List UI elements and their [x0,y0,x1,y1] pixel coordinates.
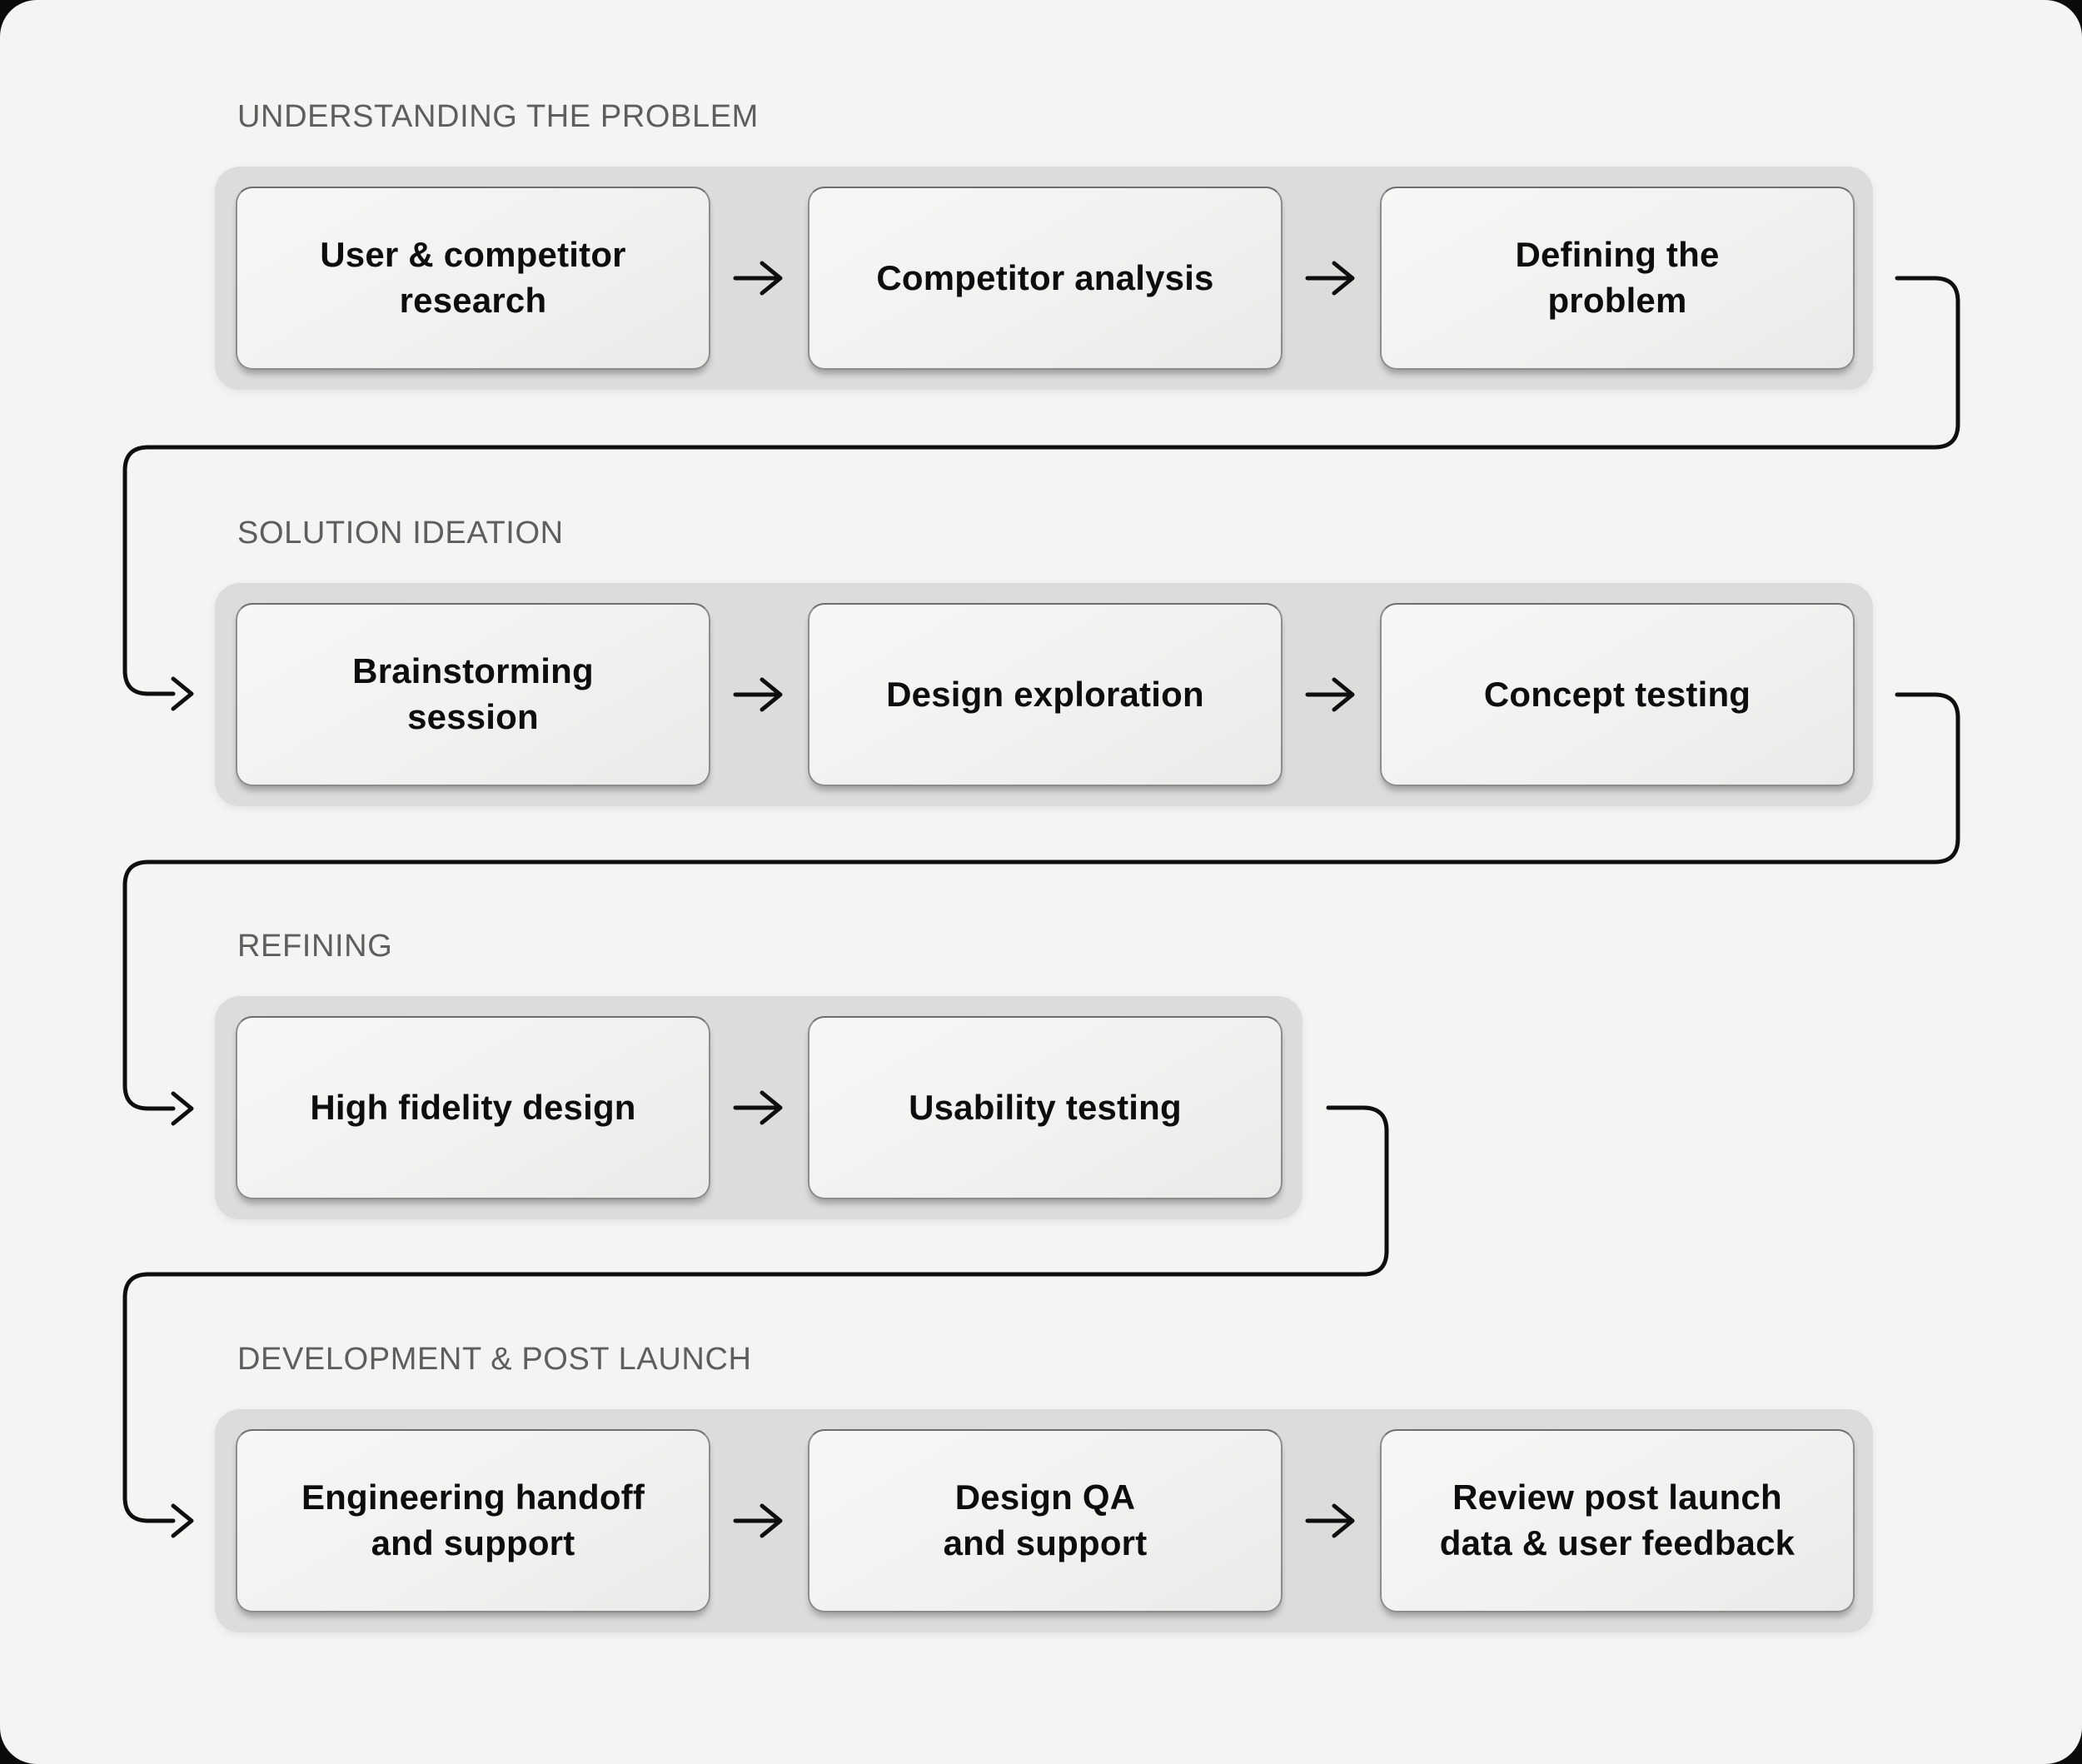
node-usability-testing: Usability testing [808,1016,1283,1199]
node-label: Review post launch data & user feedback [1439,1477,1796,1562]
node-review-post-launch-feedback: Review post launch data & user feedback [1380,1429,1855,1612]
node-label: Design exploration [886,674,1204,714]
node-label: Engineering handoff and support [301,1477,645,1562]
node-label: High fidelity design [310,1087,636,1127]
phase-label-development-post-launch: DEVELOPMENT & POST LAUNCH [237,1342,752,1377]
node-defining-the-problem: Defining the problem [1380,187,1855,370]
arrowhead-icon [171,1503,194,1538]
arrowhead-icon [171,676,194,711]
node-concept-testing: Concept testing [1380,603,1855,786]
node-design-exploration: Design exploration [808,603,1283,786]
node-label: Usability testing [909,1087,1182,1127]
node-high-fidelity-design: High fidelity design [236,1016,710,1199]
node-label: Concept testing [1483,674,1751,714]
node-label: Design QA and support [943,1477,1148,1562]
node-competitor-analysis: Competitor analysis [808,187,1283,370]
node-label: Brainstorming session [352,651,594,736]
phase-label-understanding-the-problem: UNDERSTANDING THE PROBLEM [237,99,759,134]
node-design-qa-support: Design QA and support [808,1429,1283,1612]
node-label: Defining the problem [1515,235,1720,320]
node-label: Competitor analysis [876,257,1214,297]
node-brainstorming-session: Brainstorming session [236,603,710,786]
arrowhead-icon [171,1091,194,1126]
node-label: User & competitor research [320,235,626,320]
flow-arrow-icon [733,261,1355,1538]
phase-label-solution-ideation: SOLUTION IDEATION [237,516,564,551]
node-user-competitor-research: User & competitor research [236,187,710,370]
phase-label-refining: REFINING [237,929,393,964]
node-engineering-handoff-support: Engineering handoff and support [236,1429,710,1612]
